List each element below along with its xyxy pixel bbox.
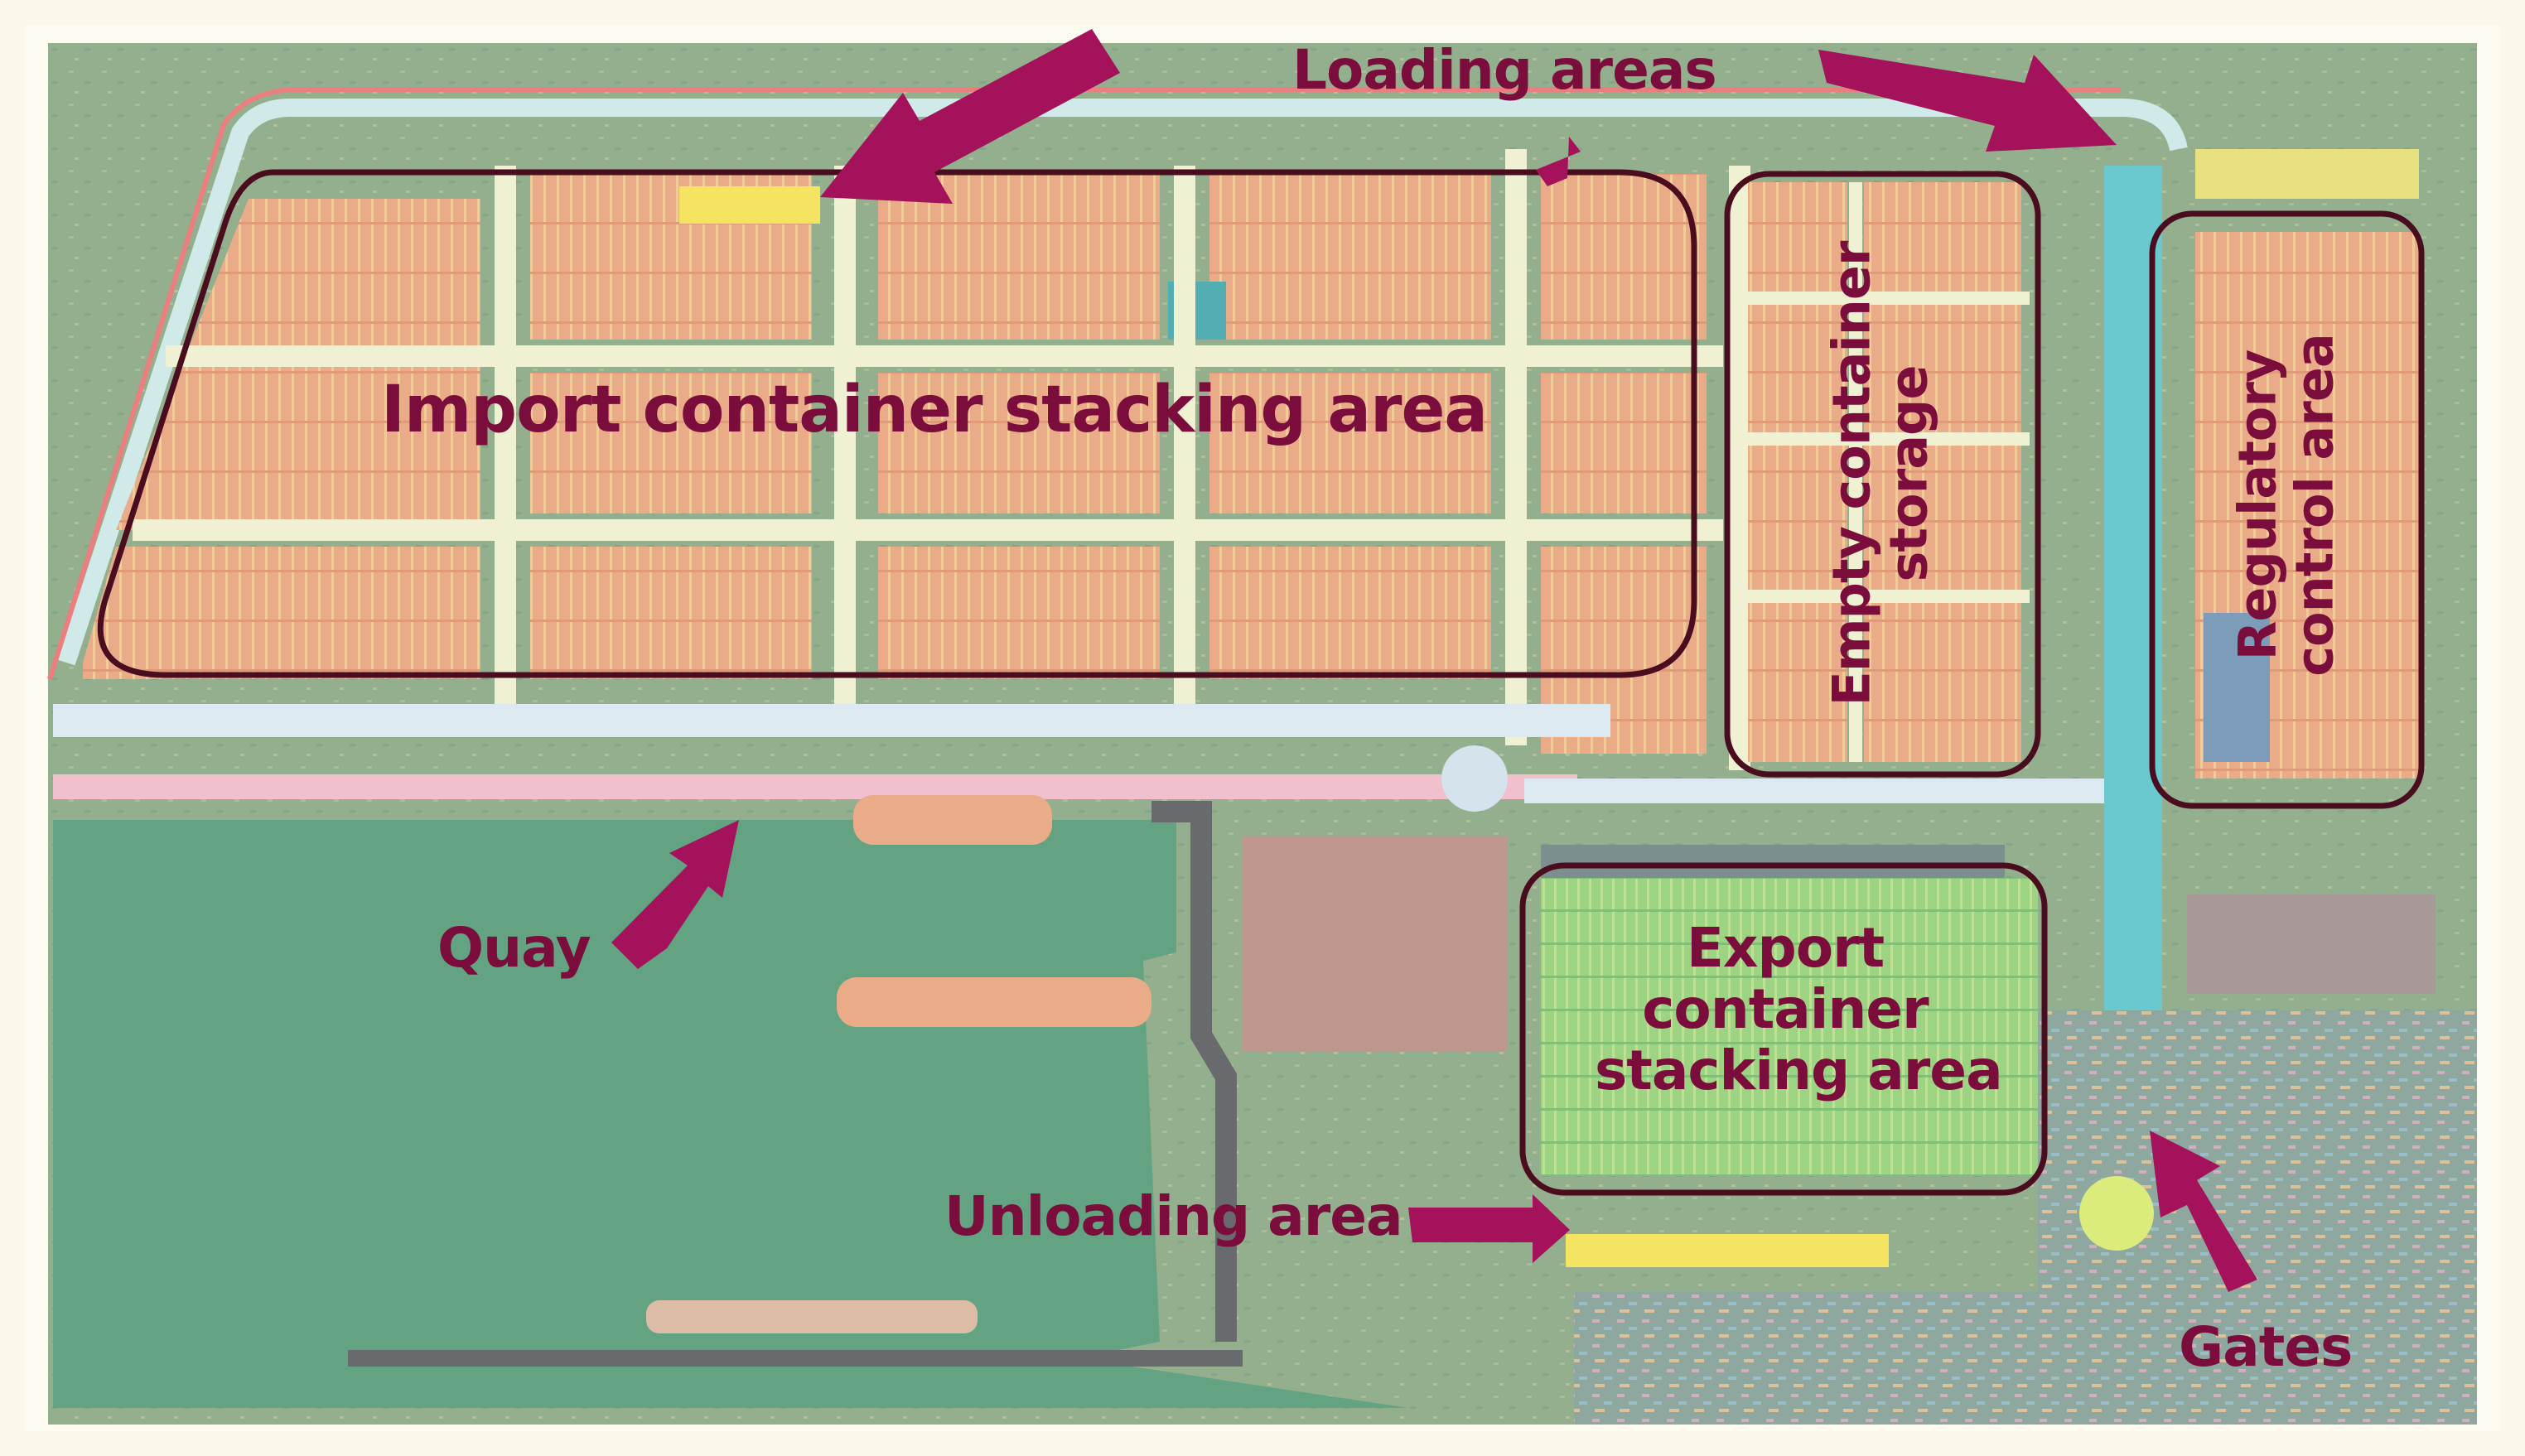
roundabout [1441, 745, 1508, 812]
regulatory-blocks [2195, 149, 2419, 779]
empty-storage-blocks [1748, 182, 2030, 762]
vessel-2 [837, 977, 1151, 1027]
export-line-1: Export [1686, 916, 1885, 980]
perimeter-road [57, 99, 2188, 666]
export-blocks [1541, 845, 2038, 1267]
vessel-1 [853, 795, 1052, 845]
quay-road [53, 704, 1610, 737]
arrow-icon [1818, 50, 2117, 152]
regulatory-label: Regulatory control area [2227, 334, 2345, 677]
empty-storage-line-1: Empty container [1821, 241, 1882, 706]
import-stack-blocks [83, 174, 1707, 754]
quay-label: Quay [437, 916, 591, 980]
empty-storage-outline [1724, 171, 2041, 778]
empty-storage-line-2: storage [1879, 365, 1939, 582]
harbour-water [53, 820, 1408, 1408]
city-area-left [1574, 1292, 2071, 1425]
loading-areas-label: Loading areas [1292, 38, 1717, 102]
arrows [611, 29, 2257, 1292]
right-building [2187, 894, 2436, 994]
empty-storage-label: Empty container storage [1821, 241, 1939, 706]
arrow-icon [820, 29, 1120, 204]
pier [1151, 801, 1237, 1342]
quay-edge [53, 774, 1577, 799]
quay-edge-road [1524, 779, 2104, 803]
region-outlines [97, 169, 2425, 1196]
arrow-icon [1536, 137, 1581, 186]
gates-label: Gates [2179, 1315, 2353, 1379]
arrow-icon [611, 820, 739, 969]
vessel-3 [646, 1300, 978, 1333]
unloading-area-label: Unloading area [944, 1184, 1403, 1248]
perimeter-road-edge [47, 87, 2121, 680]
import-internal-roads [133, 149, 1750, 770]
export-area-outline [1519, 862, 2048, 1196]
gate-roundabout [2079, 1176, 2154, 1251]
wash-overlay [48, 43, 2477, 1425]
arrow-icon [2150, 1131, 2257, 1292]
import-area-outline [97, 169, 1697, 678]
import-area-label: Import container stacking area [381, 373, 1488, 447]
regulatory-line-1: Regulatory [2227, 350, 2288, 661]
export-line-2: container [1642, 976, 1929, 1041]
export-area-label: Export container stacking area [1595, 916, 2003, 1102]
regulatory-outline [2149, 210, 2425, 809]
arrow-icon [1408, 1194, 1570, 1263]
warehouse [1243, 836, 1508, 1052]
export-line-3: stacking area [1595, 1038, 2003, 1102]
regulatory-line-2: control area [2285, 334, 2345, 677]
